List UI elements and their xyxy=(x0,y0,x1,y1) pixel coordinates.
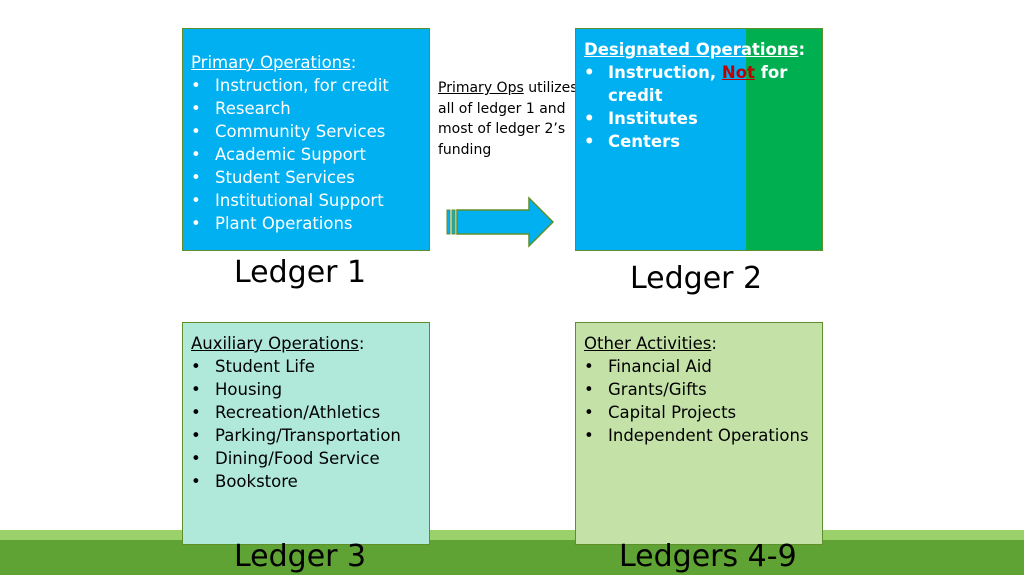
list-item: Institutes xyxy=(584,107,822,130)
funding-note-text: utilizes all of ledger 1 and most of led… xyxy=(438,80,578,158)
list-item: Independent Operations xyxy=(584,424,822,447)
ledger-3-box: Auxiliary Operations: Student Life Housi… xyxy=(182,322,430,545)
ledger-2-heading: Designated Operations xyxy=(584,40,799,59)
ledgers-4-9-box: Other Activities: Financial Aid Grants/G… xyxy=(575,322,823,545)
item-text: for credit xyxy=(608,63,788,105)
ledgers-4-9-label: Ledgers 4-9 xyxy=(619,539,797,574)
list-item: Research xyxy=(191,97,429,120)
ledger-3-list: Student Life Housing Recreation/Athletic… xyxy=(191,355,429,493)
ground-strip xyxy=(0,540,1024,575)
item-text: Instruction, xyxy=(608,63,722,82)
ledger-2-list: Instruction, Not for credit Institutes C… xyxy=(584,61,822,153)
list-item: Financial Aid xyxy=(584,355,822,378)
list-item: Student Life xyxy=(191,355,429,378)
ledger-3-label: Ledger 3 xyxy=(234,539,367,574)
list-item: Grants/Gifts xyxy=(584,378,822,401)
ledgers-4-9-heading-line: Other Activities: xyxy=(584,334,717,353)
ledgers-4-9-list: Financial Aid Grants/Gifts Capital Proje… xyxy=(584,355,822,447)
not-emphasis: Not xyxy=(721,63,755,82)
list-item: Capital Projects xyxy=(584,401,822,424)
ledger-3-heading: Auxiliary Operations xyxy=(191,334,359,353)
ledger-2-content: Designated Operations: Instruction, Not … xyxy=(584,38,822,153)
list-item: Community Services xyxy=(191,120,429,143)
list-item: Parking/Transportation xyxy=(191,424,429,447)
list-item: Instruction, Not for credit xyxy=(584,61,822,107)
ledger-1-heading-line: Primary Operations: xyxy=(191,53,357,72)
ledger-1-label: Ledger 1 xyxy=(234,255,367,290)
list-item: Dining/Food Service xyxy=(191,447,429,470)
list-item: Student Services xyxy=(191,166,429,189)
funding-note: Primary Ops utilizes all of ledger 1 and… xyxy=(438,78,578,160)
right-arrow-icon xyxy=(446,196,555,248)
list-item: Institutional Support xyxy=(191,189,429,212)
list-item: Academic Support xyxy=(191,143,429,166)
list-item: Plant Operations xyxy=(191,212,429,235)
ledger-3-heading-line: Auxiliary Operations: xyxy=(191,334,365,353)
ledger-2-label: Ledger 2 xyxy=(630,261,763,296)
list-item: Instruction, for credit xyxy=(191,74,429,97)
list-item: Recreation/Athletics xyxy=(191,401,429,424)
ledger-1-list: Instruction, for credit Research Communi… xyxy=(191,74,429,235)
list-item: Housing xyxy=(191,378,429,401)
ledger-1-box: Primary Operations: Instruction, for cre… xyxy=(182,28,430,251)
ledgers-4-9-heading: Other Activities xyxy=(584,334,712,353)
list-item: Bookstore xyxy=(191,470,429,493)
list-item: Centers xyxy=(584,130,822,153)
ledger-2-box: Designated Operations: Instruction, Not … xyxy=(575,28,823,251)
ground-highlight xyxy=(0,530,1024,540)
funding-note-underlined: Primary Ops xyxy=(438,80,524,96)
ledger-2-heading-line: Designated Operations: xyxy=(584,40,806,59)
ledger-1-heading: Primary Operations xyxy=(191,53,351,72)
